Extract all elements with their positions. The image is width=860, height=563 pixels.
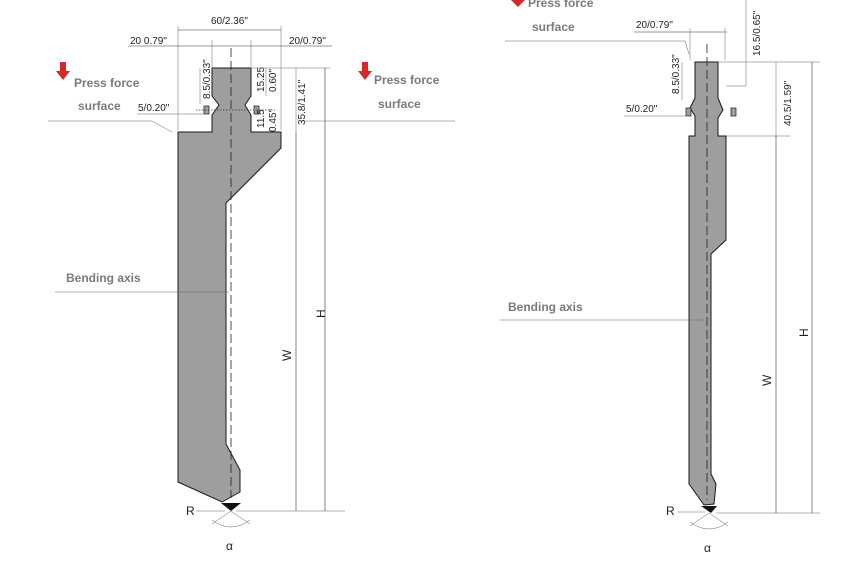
left-H-label: H xyxy=(314,309,328,318)
right-surface-leader-b xyxy=(684,40,690,55)
right-top-height-label: 16.5/0.65" xyxy=(752,10,763,56)
left-alpha-ray-b xyxy=(230,510,251,525)
left-alpha-ray-a xyxy=(211,510,232,525)
left-neck-mm-label: 15.25 xyxy=(256,67,267,92)
left-top-width-label: 60/2.36" xyxy=(211,16,248,27)
left-lower-in-label: 0.45" xyxy=(268,109,279,132)
right-shoulder-height-label: 40.5/1.59" xyxy=(783,80,794,126)
left-surface-leader-b xyxy=(151,120,173,133)
right-alpha-ray-a xyxy=(689,512,710,527)
left-right-width-label: 20/0.79" xyxy=(289,36,326,47)
right-H-label: H xyxy=(797,328,811,337)
left-shoulder-offset-label: 5/0.20" xyxy=(138,103,170,114)
left-surface-label: surface xyxy=(78,99,121,113)
right-top-width-label: 20/0.79" xyxy=(636,20,673,31)
left-punch-body xyxy=(177,67,282,503)
left-tool-drawing: 60/2.36" 20 0.79" 20/0.79" 8.5/0.33" 15.… xyxy=(48,16,455,553)
right-alpha-ray-b xyxy=(708,512,729,527)
right-pin-right xyxy=(730,107,737,117)
right-alpha-arc xyxy=(689,521,729,530)
right-press-arrow-stem-a xyxy=(362,62,368,72)
left-shoulder-height-label: 35.8/1.41" xyxy=(297,79,308,125)
left-press-arrow-stem-a xyxy=(60,62,66,72)
right-press-arrow-icon xyxy=(511,0,525,7)
right-surface-label: surface xyxy=(532,20,575,34)
right-tool-drawing: Press force surface 20/0.79" 8.5/0.33" 1… xyxy=(500,0,820,555)
right-pin-left xyxy=(685,107,692,117)
left-left-width-label: 20 0.79" xyxy=(130,36,167,47)
right-tang-depth-label: 8.5/0.33" xyxy=(671,54,682,94)
right-shoulder-offset-label: 5/0.20" xyxy=(626,104,658,115)
right-tip-marker xyxy=(701,506,717,513)
left-press-force-label: Press force xyxy=(74,76,140,90)
right-press-arrow-icon xyxy=(358,71,372,80)
right-R-label: R xyxy=(666,504,675,518)
left-tang-depth-label: 8.5/0.33" xyxy=(202,59,213,99)
left-tip-marker xyxy=(221,503,241,511)
right-alpha-label: α xyxy=(704,541,711,555)
left-neck-in-label: 0.60" xyxy=(268,69,279,92)
left-alpha-arc xyxy=(211,519,251,528)
right-punch-body xyxy=(688,61,727,506)
right-press-force-label: Press force xyxy=(528,0,594,10)
left-press-arrow-icon xyxy=(56,71,70,80)
left-press-force-right-label: Press force xyxy=(374,73,440,87)
right-W-label: W xyxy=(760,374,774,386)
left-W-label: W xyxy=(280,349,294,361)
left-R-label: R xyxy=(186,504,195,518)
left-lower-mm-label: 11.5 xyxy=(256,109,267,128)
left-alpha-label: α xyxy=(226,539,233,553)
left-bending-axis-label: Bending axis xyxy=(66,271,141,285)
left-surface-right-label: surface xyxy=(378,97,421,111)
right-bending-axis-label: Bending axis xyxy=(508,300,583,314)
